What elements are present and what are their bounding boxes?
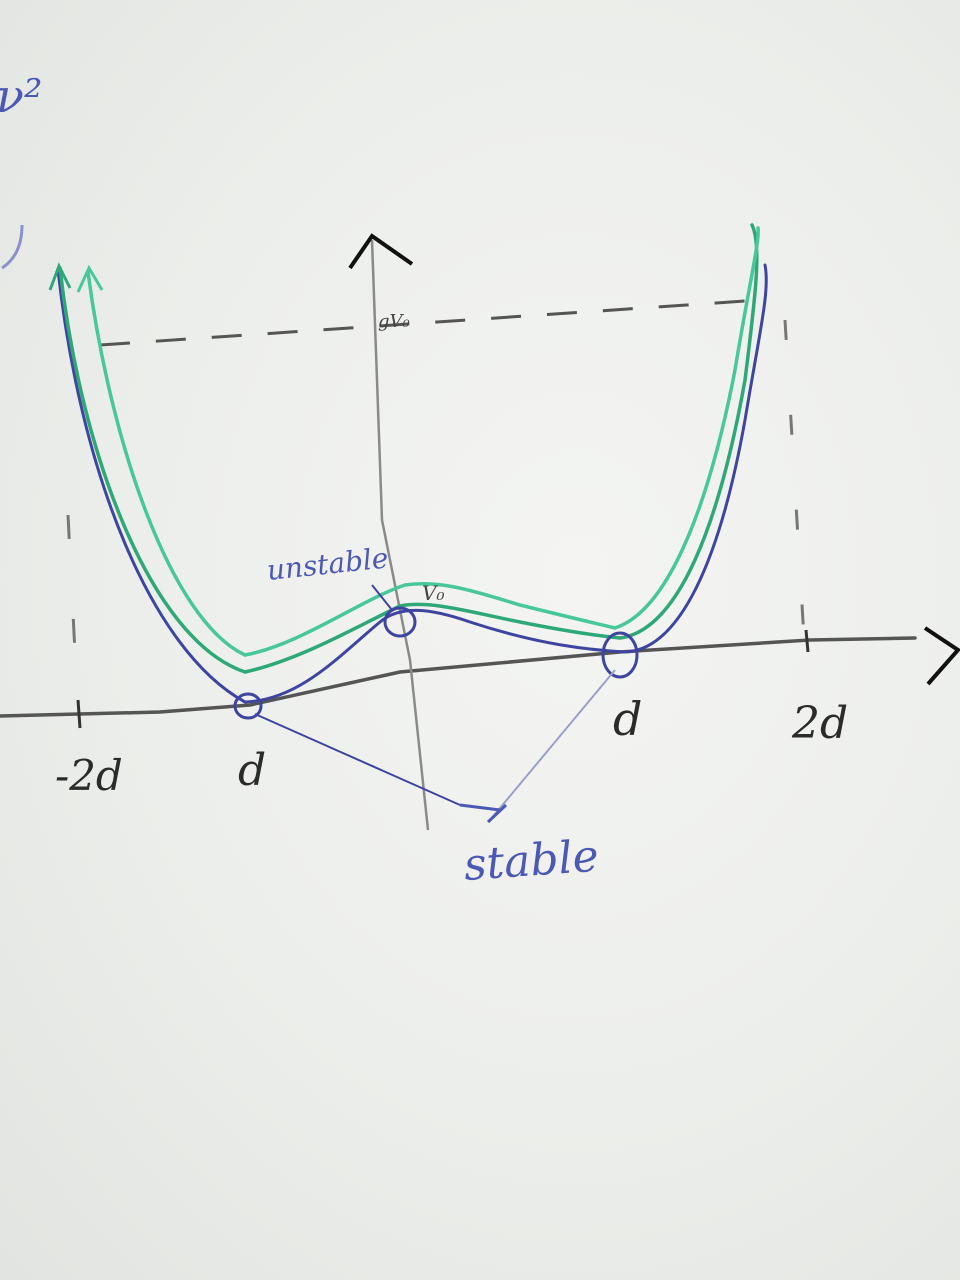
dashed-top-line — [99, 298, 761, 347]
left-teal-arrowhead — [48, 262, 72, 291]
dashed-left-vertical — [66, 514, 80, 713]
tick-2d — [804, 629, 810, 653]
equilibrium-left — [233, 692, 263, 720]
stable-arrow — [459, 803, 508, 824]
left-green-arrowhead — [76, 264, 104, 293]
dashed-right-vertical — [783, 319, 807, 656]
label-stable: stable — [462, 831, 600, 891]
tick-neg-2d — [76, 699, 82, 729]
x-axis — [0, 636, 917, 718]
stable-pointer-right — [489, 669, 616, 821]
potential-curve-blue — [56, 263, 768, 704]
label-top-marker: gV₀ — [378, 311, 410, 332]
potential-curve-teal — [58, 223, 759, 674]
label-d: d — [613, 692, 642, 746]
equilibrium-right — [601, 631, 639, 679]
unstable-pointer — [371, 584, 393, 611]
stable-pointer-left — [254, 713, 461, 806]
label-2d: 2d — [791, 698, 848, 749]
x-axis-arrowhead — [923, 626, 960, 686]
corner-text: ν² — [0, 69, 42, 123]
y-axis-arrowhead — [348, 233, 414, 270]
corner-arc — [1, 224, 24, 270]
equilibrium-center — [383, 606, 417, 638]
label-neg-2d: -2d — [55, 751, 123, 800]
label-neg-d: d — [238, 745, 266, 796]
label-center-marker: V₀ — [422, 581, 444, 605]
potential-curve-green — [86, 226, 760, 657]
label-unstable: unstable — [265, 541, 390, 587]
